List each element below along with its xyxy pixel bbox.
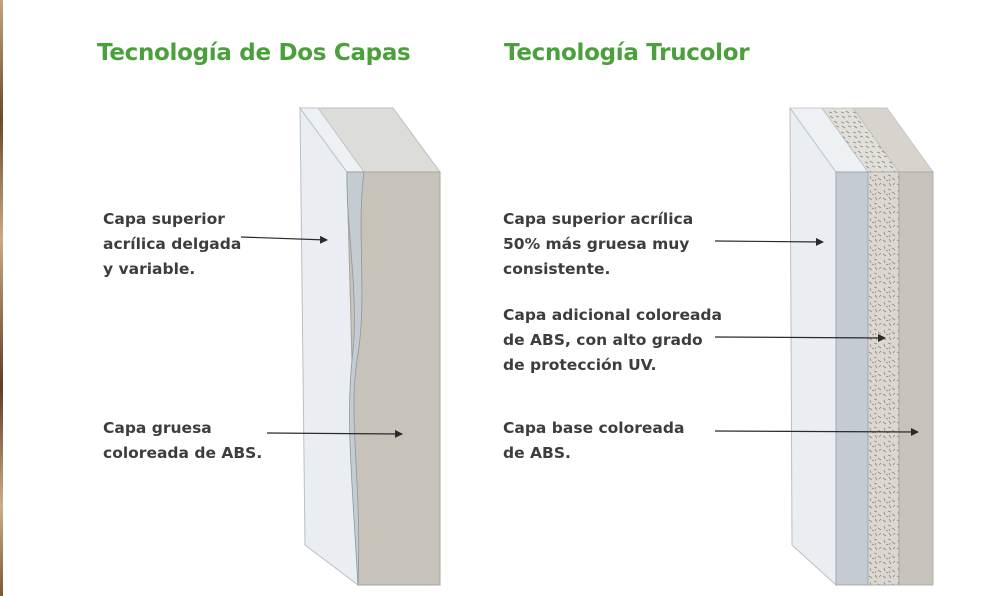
label-capa-adicional-uv: Capa adicional coloreada de ABS, con alt…	[503, 303, 722, 378]
two-layer-block	[299, 106, 441, 587]
left-edge-strip	[0, 0, 3, 596]
arrow-right-top	[714, 237, 824, 246]
label-capa-superior-gruesa: Capa superior acrílica 50% más gruesa mu…	[503, 207, 693, 282]
arrow-right-bottom	[714, 427, 919, 436]
label-line: y variable.	[103, 260, 196, 278]
right-abs-base-layer	[898, 171, 934, 586]
right-side-face	[789, 106, 837, 587]
arrow-left-bottom	[266, 429, 403, 438]
label-line: Capa superior acrílica	[503, 210, 694, 228]
label-capa-base: Capa base coloreada de ABS.	[503, 416, 684, 466]
arrow-left-top	[240, 235, 328, 244]
label-line: de ABS.	[503, 444, 571, 462]
title-dos-capas: Tecnología de Dos Capas	[97, 40, 411, 66]
label-capa-superior-delgada: Capa superior acrílica delgada y variabl…	[103, 207, 241, 282]
label-line: 50% más gruesa muy	[503, 235, 690, 253]
label-line: coloreada de ABS.	[103, 444, 263, 462]
label-capa-gruesa: Capa gruesa coloreada de ABS.	[103, 416, 262, 466]
label-line: Capa adicional coloreada	[503, 306, 722, 324]
left-thin-acrylic-layer	[346, 171, 365, 586]
right-acrylic-layer	[835, 171, 869, 586]
label-line: de ABS, con alto grado	[503, 331, 703, 349]
label-line: de protección UV.	[503, 356, 657, 374]
label-line: Capa base coloreada	[503, 419, 685, 437]
trucolor-block	[789, 106, 934, 587]
label-line: consistente.	[503, 260, 611, 278]
label-line: acrílica delgada	[103, 235, 242, 253]
label-line: Capa superior	[103, 210, 225, 228]
right-textured-uv-layer	[867, 171, 900, 586]
arrow-right-middle	[714, 333, 886, 342]
label-line: Capa gruesa	[103, 419, 212, 437]
title-trucolor: Tecnología Trucolor	[504, 40, 750, 66]
